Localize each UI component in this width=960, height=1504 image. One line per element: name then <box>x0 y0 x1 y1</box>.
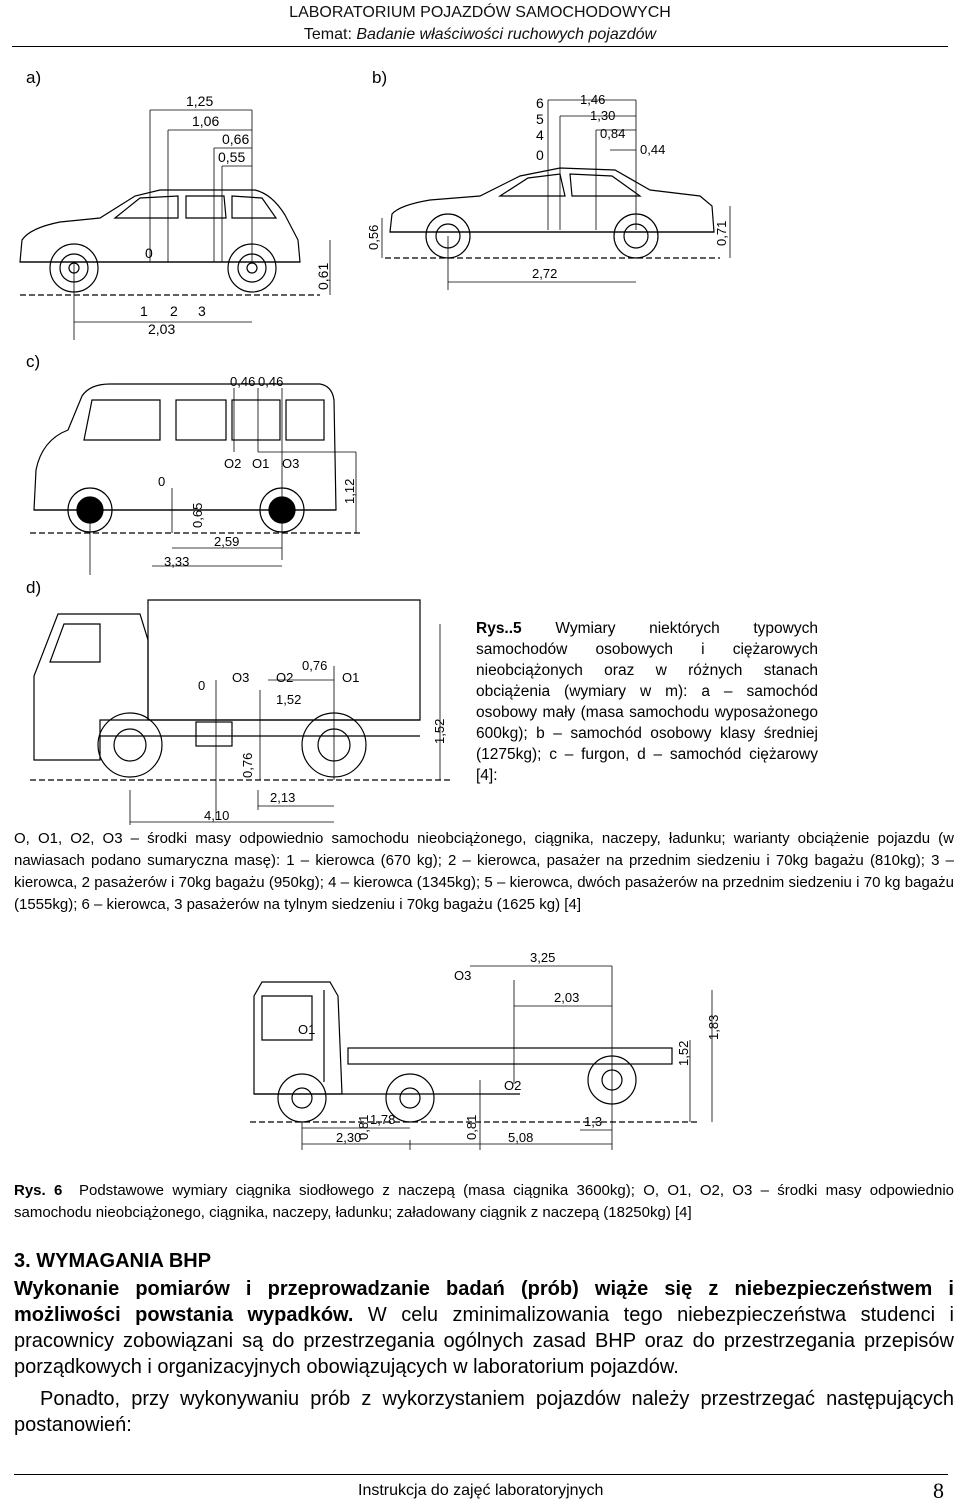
truck-drawing <box>30 599 450 825</box>
figure5-caption: Rys..5 Wymiary niektórych typowych samoc… <box>476 618 818 786</box>
dim-b-4: 0,44 <box>640 142 665 157</box>
panel-label-d: d) <box>26 578 42 597</box>
van-drawing <box>30 383 360 575</box>
dim-a-height: 0,61 <box>315 263 331 290</box>
dim-f6-o2: O2 <box>504 1078 521 1093</box>
caption5-text: Wymiary niektórych typowych samochodów o… <box>476 620 818 784</box>
dim-b-2: 1,30 <box>590 108 615 123</box>
dim-a-3: 0,66 <box>222 131 249 147</box>
caption5-num: .5 <box>508 620 522 637</box>
dim-d-a: 2,13 <box>270 790 295 805</box>
footer-text: Instrukcja do zajęć laboratoryjnych <box>358 1482 604 1499</box>
dim-a-m2: 2 <box>170 303 178 319</box>
dim-a-1: 1,25 <box>186 93 213 109</box>
dim-f6-h2: 1,83 <box>706 1015 721 1040</box>
dim-f6-b1: 1,78 <box>370 1112 395 1127</box>
dim-f6-h4: 0,81 <box>464 1115 479 1140</box>
dim-a-2: 1,06 <box>192 113 219 129</box>
dim-b-load-0: 0 <box>536 147 544 163</box>
dim-b-load-5: 5 <box>536 111 544 127</box>
header-topic: Temat: Badanie właściwości ruchowych poj… <box>0 26 960 44</box>
caption6-num: 6 <box>54 1182 63 1199</box>
dim-c-o2: O2 <box>224 456 241 471</box>
dim-c-o3: O3 <box>282 456 299 471</box>
dim-f6-h3: 0,81 <box>356 1115 371 1140</box>
dim-a-wheelbase: 2,03 <box>148 321 175 337</box>
car-a-drawing <box>19 109 331 340</box>
page-number: 8 <box>933 1478 944 1503</box>
dim-c-1: 0,46 <box>230 374 255 389</box>
dim-d-o1: O1 <box>342 670 359 685</box>
dim-c-a: 2,59 <box>214 534 239 549</box>
caption5-prefix: Rys. <box>476 620 509 637</box>
bhp-paragraph: Wykonanie pomiarów i przeprowadzanie bad… <box>14 1276 954 1380</box>
panel-label-b: b) <box>372 68 388 87</box>
dim-a-m3: 3 <box>198 303 206 319</box>
header-rule <box>12 46 948 47</box>
dim-b-right-height: 0,71 <box>714 221 729 246</box>
section-heading-bhp: 3. WYMAGANIA BHP <box>14 1250 212 1272</box>
dim-f6-top-3: 1,3 <box>584 1114 602 1129</box>
dim-d-origin: 0 <box>198 678 205 693</box>
dim-f6-b3: 5,08 <box>508 1130 533 1145</box>
dim-d-top: 0,76 <box>302 658 327 673</box>
dim-d-mid: 1,52 <box>276 692 301 707</box>
dim-b-3: 0,84 <box>600 126 625 141</box>
tractor-trailer-drawing <box>250 965 713 1150</box>
footer-rule <box>14 1474 948 1475</box>
dim-c-height-right: 1,12 <box>342 479 357 504</box>
legend-paragraph: O, O1, O2, O3 – środki masy odpowiednio … <box>14 830 954 913</box>
dim-b-left-height: 0,56 <box>366 225 381 250</box>
dim-a-4: 0,55 <box>218 149 245 165</box>
dim-d-height-right: 1,52 <box>432 719 447 744</box>
topic-label: Temat: <box>303 26 352 43</box>
dim-c-2: 0,46 <box>258 374 283 389</box>
dim-b-load-6: 6 <box>536 95 544 111</box>
dim-d-o2: O2 <box>276 670 293 685</box>
bhp-bold-text: Wykonanie pomiarów i przeprowadzanie bad… <box>14 1278 954 1326</box>
dim-b-1: 1,46 <box>580 92 605 107</box>
dim-f6-b2: 2,30 <box>336 1130 361 1145</box>
caption6-text: Podstawowe wymiary ciągnika siodłowego z… <box>14 1182 954 1221</box>
topic-text: Badanie właściwości ruchowych pojazdów <box>356 26 657 43</box>
dim-a-origin: 0 <box>145 245 153 261</box>
dim-d-b: 4,10 <box>204 808 229 823</box>
dim-f6-o3: O3 <box>454 968 471 983</box>
dim-f6-o1: O1 <box>298 1022 315 1037</box>
dim-f6-top-2: 2,03 <box>554 990 579 1005</box>
car-b-drawing <box>381 99 731 290</box>
dim-b-wheelbase: 2,72 <box>532 266 557 281</box>
bhp-text: W celu zminimalizowania tego niebezpiecz… <box>14 1304 954 1378</box>
header-title: LABORATORIUM POJAZDÓW SAMOCHODOWYCH <box>289 4 671 21</box>
dim-f6-top-1: 3,25 <box>530 950 555 965</box>
dim-a-m1: 1 <box>140 303 148 319</box>
dim-f6-h1: 1,52 <box>676 1041 691 1066</box>
dim-d-height-low: 0,76 <box>240 753 255 778</box>
figure6-caption: Rys. 6 Podstawowe wymiary ciągnika siodł… <box>14 1180 954 1224</box>
panel-label-c: c) <box>26 352 41 371</box>
dim-b-load-4: 4 <box>536 127 544 143</box>
dim-c-height-mid: 0,65 <box>190 503 205 528</box>
caption6-prefix: Rys. <box>14 1182 46 1199</box>
dim-d-o3: O3 <box>232 670 249 685</box>
dim-c-origin: 0 <box>158 474 165 489</box>
panel-label-a: a) <box>26 68 42 87</box>
bhp-paragraph-2: Ponadto, przy wykonywaniu prób z wykorzy… <box>14 1388 954 1436</box>
dim-c-b: 3,33 <box>164 554 189 569</box>
dim-c-o1: O1 <box>252 456 269 471</box>
